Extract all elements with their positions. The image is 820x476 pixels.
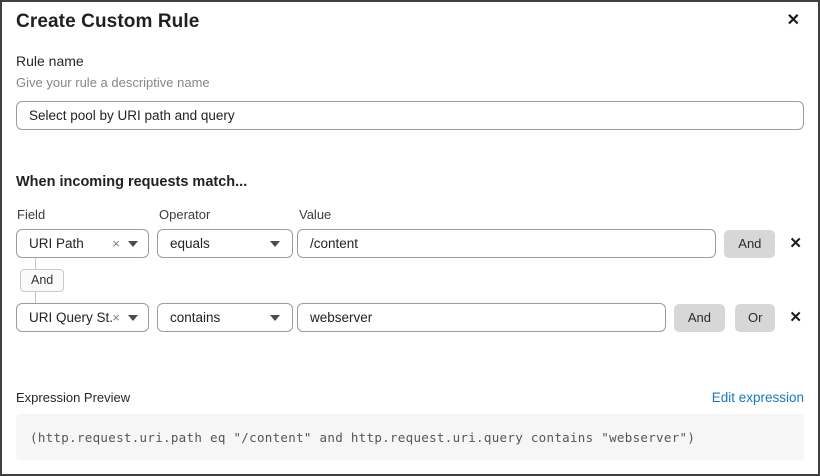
clear-field-icon[interactable]: × [112,236,120,251]
add-or-condition-button[interactable]: Or [734,303,776,332]
operator-select-2[interactable]: contains [157,303,293,332]
chevron-down-icon [270,314,280,321]
match-section-heading: When incoming requests match... [16,174,248,190]
field-column-label: Field [17,207,46,222]
remove-condition-icon[interactable]: ✕ [789,309,802,326]
condition-row: URI Query St... × contains And Or ✕ [16,303,804,332]
condition-row: URI Path × equals And ✕ [16,229,804,258]
rule-name-hint: Give your rule a descriptive name [16,75,210,90]
operator-select-2-value: contains [170,310,221,325]
value-column-label: Value [299,207,332,222]
expression-preview-header: Expression Preview Edit expression [16,390,804,405]
operator-column-label: Operator [159,207,211,222]
clear-field-icon[interactable]: × [112,310,120,325]
rule-name-label: Rule name [16,53,84,69]
expression-code-block: (http.request.uri.path eq "/content" and… [16,414,804,460]
operator-select-1-value: equals [170,236,210,251]
dialog-title: Create Custom Rule [16,11,200,32]
connector-line-top [35,258,36,269]
dialog-header: Create Custom Rule ✕ [16,2,804,33]
expression-code: (http.request.uri.path eq "/content" and… [30,429,696,445]
add-and-condition-button[interactable]: And [673,303,725,332]
operator-select-1[interactable]: equals [157,229,293,258]
chevron-down-icon [128,314,138,321]
rule-name-input[interactable] [16,101,804,130]
field-select-2-value: URI Query St... [29,310,113,325]
value-input-1[interactable] [297,229,717,258]
condition-connector: And [16,258,76,303]
field-select-2[interactable]: URI Query St... × [16,303,149,332]
value-input-2[interactable] [297,303,666,332]
close-icon[interactable]: ✕ [783,11,804,31]
field-select-1[interactable]: URI Path × [16,229,149,258]
remove-condition-icon[interactable]: ✕ [789,235,802,252]
add-and-condition-button[interactable]: And [724,229,776,258]
edit-expression-link[interactable]: Edit expression [711,390,804,405]
condition-column-labels: Field Operator Value [16,207,804,222]
connector-line-bottom [35,292,36,303]
expression-preview-label: Expression Preview [16,390,131,405]
connector-and-chip[interactable]: And [20,269,65,292]
chevron-down-icon [270,240,280,247]
chevron-down-icon [128,240,138,247]
field-select-1-value: URI Path [29,236,84,251]
